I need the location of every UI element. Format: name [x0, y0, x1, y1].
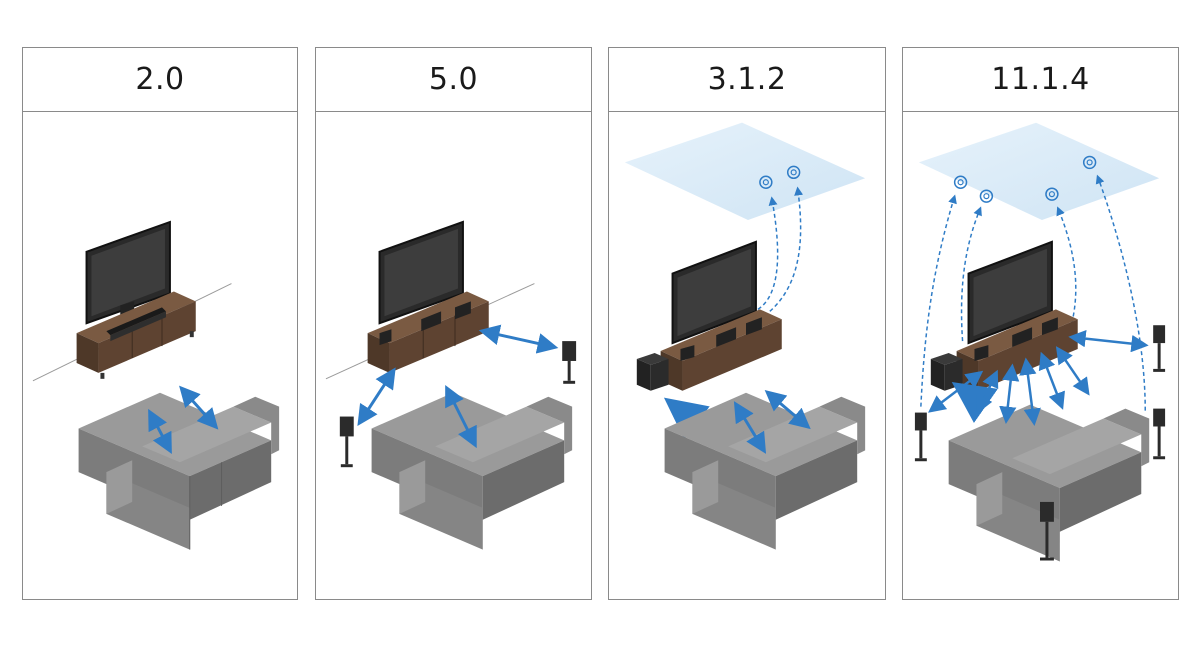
sound-arrow: [148, 408, 172, 454]
panel-3-1-2: 3.1.2: [608, 47, 886, 600]
panel-illustration: [23, 112, 297, 599]
panel-title: 5.0: [316, 48, 591, 112]
sound-arrow: [478, 324, 559, 354]
tv-icon: [85, 220, 171, 325]
ceiling-speaker-icon: [953, 175, 968, 189]
tv-stand-icon: [76, 291, 196, 379]
tv-icon: [378, 220, 464, 325]
panel-illustration: [316, 112, 591, 599]
subwoofer-icon: [636, 353, 669, 391]
panel-5-0: 5.0: [315, 47, 592, 600]
sound-arrow: [1056, 206, 1077, 324]
sound-arrow: [920, 194, 957, 407]
sound-arrow: [764, 390, 811, 430]
floor-speaker-icon: [914, 412, 927, 462]
panel-title: 2.0: [23, 48, 297, 112]
sound-arrow: [999, 363, 1020, 424]
sound-arrow: [769, 186, 804, 312]
sofa-icon: [78, 392, 280, 550]
sound-arrow: [1038, 351, 1065, 410]
panel-title: 3.1.2: [609, 48, 885, 112]
ceiling-speaker-icon: [1045, 187, 1059, 201]
floor-speaker-icon: [1040, 501, 1054, 561]
sound-arrow: [928, 370, 984, 413]
center-speaker-icon: [379, 301, 471, 346]
sound-arrow: [1019, 357, 1041, 426]
ceiling-plane: [918, 122, 1160, 220]
sound-arrow: [1095, 174, 1146, 411]
floor-speaker-icon: [1153, 325, 1166, 372]
tv-icon: [671, 240, 757, 345]
sound-arrow: [976, 369, 999, 414]
sound-arrow: [1068, 329, 1149, 353]
ceiling-speaker-icon: [979, 189, 994, 203]
floor-speaker-icon: [1153, 408, 1166, 460]
floor-speaker-icon: [562, 341, 577, 384]
sound-arrow: [357, 367, 396, 427]
ceiling-speaker-icon: [759, 175, 773, 189]
sound-arrow: [757, 196, 779, 310]
ceiling-speaker-icon: [1082, 155, 1097, 170]
sound-arrow: [445, 385, 477, 449]
sofa-icon: [664, 392, 866, 550]
sound-arrow: [733, 401, 767, 454]
ceiling-plane: [624, 122, 866, 220]
panel-title: 11.1.4: [903, 48, 1178, 112]
sound-arrow: [179, 385, 219, 430]
ceiling-speaker-icon: [786, 165, 801, 180]
sound-arrow: [1055, 346, 1090, 396]
soundbar-icon: [106, 307, 166, 342]
floor-speaker-icon: [339, 416, 354, 468]
panel-2-0: 2.0: [22, 47, 298, 600]
panel-11-1-4: 11.1.4: [902, 47, 1179, 600]
sofa-icon: [371, 392, 573, 550]
panel-illustration: [903, 112, 1178, 599]
subwoofer-icon: [930, 353, 963, 391]
sofa-icon: [948, 404, 1150, 562]
panel-illustration: [609, 112, 885, 599]
